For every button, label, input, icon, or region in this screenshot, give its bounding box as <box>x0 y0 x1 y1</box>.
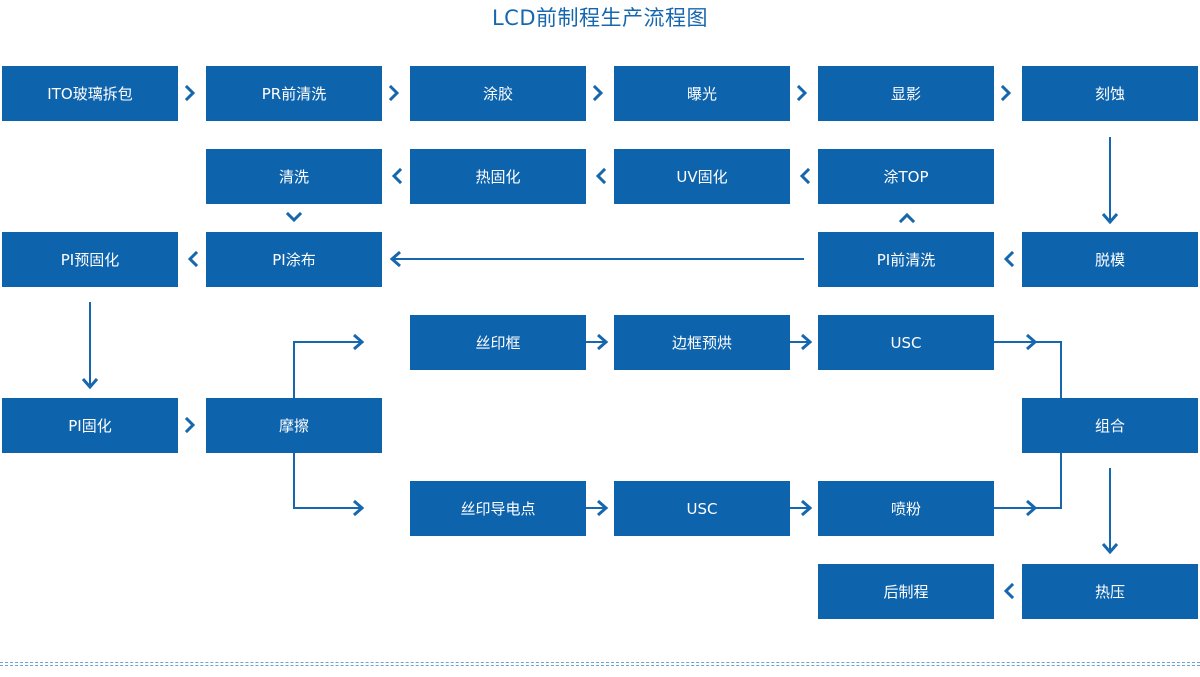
chevron-left-icon <box>391 167 403 185</box>
chevron-down-icon <box>285 211 303 223</box>
arrow-right-icon <box>353 499 365 517</box>
step-pi-cure: PI固化 <box>2 398 178 453</box>
arrow-down-icon <box>81 378 99 390</box>
diagram-title: LCD前制程生产流程图 <box>491 6 709 30</box>
step-clean: 清洗 <box>206 149 382 204</box>
step-rubbing: 摩擦 <box>206 398 382 453</box>
arrow-right-icon <box>1026 499 1038 517</box>
link-usc-assemble <box>994 341 1062 398</box>
arrow-right-icon <box>597 499 609 517</box>
step-usc-top: USC <box>818 315 994 370</box>
step-pr-preclean: PR前清洗 <box>206 66 382 121</box>
arrow-right-icon <box>597 333 609 351</box>
step-post-process: 后制程 <box>818 564 994 619</box>
step-usc-bottom: USC <box>614 481 790 536</box>
arrow-down-icon <box>1101 543 1119 555</box>
step-ito-unpack: ITO玻璃拆包 <box>2 66 178 121</box>
chevron-left-icon <box>187 250 199 268</box>
arrow-down-icon <box>1101 213 1119 225</box>
arrow-right-icon <box>1026 333 1038 351</box>
branch-rubbing-down <box>293 453 362 509</box>
step-pi-preclean: PI前清洗 <box>818 232 994 287</box>
chevron-left-icon <box>799 167 811 185</box>
step-frame-prebake: 边框预烘 <box>614 315 790 370</box>
branch-rubbing-up <box>293 341 362 398</box>
step-exposure: 曝光 <box>614 66 790 121</box>
chevron-right-icon <box>388 84 400 102</box>
step-develop: 显影 <box>818 66 994 121</box>
step-uv-cure: UV固化 <box>614 149 790 204</box>
chevron-right-icon <box>592 84 604 102</box>
footer-divider <box>0 662 1200 663</box>
step-strip: 脱模 <box>1022 232 1198 287</box>
link-spray-assemble <box>994 453 1062 509</box>
step-spray: 喷粉 <box>818 481 994 536</box>
arrow-right-icon <box>801 499 813 517</box>
chevron-right-icon <box>184 84 196 102</box>
step-coating: 涂胶 <box>410 66 586 121</box>
arrow-right-icon <box>801 333 813 351</box>
footer-divider <box>0 665 1200 666</box>
step-pi-coat: PI涂布 <box>206 232 382 287</box>
chevron-left-icon <box>595 167 607 185</box>
chevron-right-icon <box>184 416 196 434</box>
arrow-left-icon <box>389 250 401 268</box>
chevron-right-icon <box>796 84 808 102</box>
step-assemble: 组合 <box>1022 398 1198 453</box>
step-top-coat: 涂TOP <box>818 149 994 204</box>
step-silk-frame: 丝印框 <box>410 315 586 370</box>
chevron-right-icon <box>1000 84 1012 102</box>
step-etch: 刻蚀 <box>1022 66 1198 121</box>
chevron-left-icon <box>1003 582 1015 600</box>
step-thermal-cure: 热固化 <box>410 149 586 204</box>
chevron-left-icon <box>1003 250 1015 268</box>
step-silk-dot: 丝印导电点 <box>410 481 586 536</box>
step-pi-precure: PI预固化 <box>2 232 178 287</box>
step-hot-press: 热压 <box>1022 564 1198 619</box>
arrow-right-icon <box>353 333 365 351</box>
chevron-up-icon <box>898 212 916 224</box>
